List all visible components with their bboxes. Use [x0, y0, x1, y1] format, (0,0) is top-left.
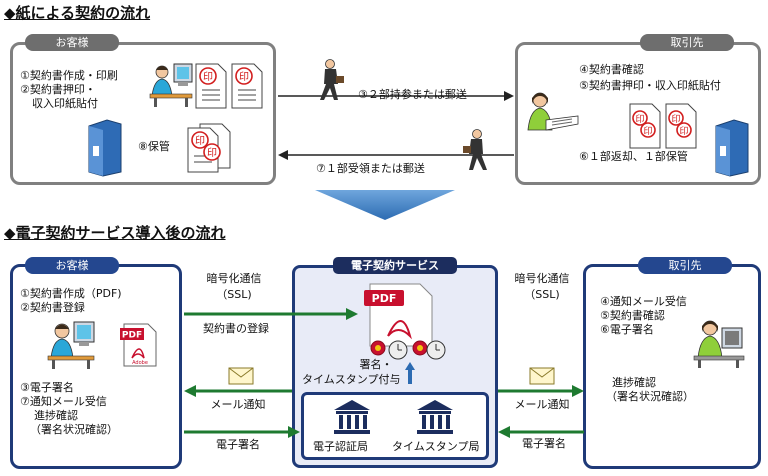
stamp-char: 印: [671, 113, 680, 125]
signed-pdf-icon: PDF: [364, 283, 446, 360]
authorities-box: [301, 392, 489, 460]
paper-step4: ④契約書確認: [579, 63, 644, 76]
paper-customer-label: お客様: [25, 34, 119, 51]
person-reading-icon: [527, 92, 579, 131]
stamp-char: 印: [239, 71, 249, 83]
e-partner-progress2: （署名状況確認）: [606, 390, 694, 403]
upload-arrow-icon: [405, 362, 415, 384]
e-progress2: （署名状況確認）: [30, 423, 118, 436]
paper-step2b: 収入印紙貼付: [32, 97, 98, 110]
stamped-documents-icon: 印 印: [195, 63, 263, 109]
left-esign: 電子署名: [216, 438, 260, 451]
binder-icon: [88, 119, 122, 177]
service-sign1: 署名・: [359, 358, 393, 371]
e-partner-box: [583, 264, 761, 469]
timestamp-authority-icon: [417, 400, 453, 434]
stamp-char: 印: [203, 71, 213, 83]
right-enc1: 暗号化通信: [514, 272, 570, 285]
e-customer-person-icon: [47, 321, 95, 369]
e-step1: ①契約書作成（PDF): [20, 287, 122, 300]
paper-partner-label: 取引先: [640, 34, 734, 51]
right-mail-envelope-icon: [529, 367, 555, 385]
section2-heading: ◆電子契約サービス導入後の流れ: [4, 224, 226, 242]
left-mail-envelope-icon: [228, 367, 254, 385]
e-progress1: 進捗確認: [34, 409, 78, 422]
right-enc2: （SSL): [524, 288, 560, 301]
pdf-file-icon: PDF Adobe: [120, 323, 157, 367]
stamp-char: 印: [679, 125, 688, 137]
e-partner-person-icon: [693, 320, 745, 368]
e-step3: ③電子署名: [20, 381, 74, 394]
paper-step1: ①契約書作成・印刷: [20, 69, 118, 82]
service-sign2: タイムスタンプ付与: [302, 373, 401, 386]
e-partner-step5: ⑤契約書確認: [600, 309, 665, 322]
e-partner-progress1: 進捗確認: [612, 376, 656, 389]
left-link-arrows: [184, 308, 358, 438]
section1-heading: ◆紙による契約の流れ: [4, 4, 151, 22]
certificate-authority-icon: [334, 400, 370, 434]
stamp-char: 印: [195, 135, 205, 147]
service-pdf-label: PDF: [372, 292, 397, 305]
transition-arrow-icon: [315, 190, 455, 220]
businessman-returning-icon: [463, 129, 487, 170]
partner-binder-icon: [715, 119, 749, 177]
left-enc1: 暗号化通信: [206, 272, 262, 285]
e-partner-label: 取引先: [638, 257, 732, 274]
service-label: 電子契約サービス: [333, 257, 457, 274]
person-at-computer-icon: [149, 63, 193, 107]
e-customer-label: お客様: [25, 257, 119, 274]
cert-authority-label: 電子認証局: [313, 440, 368, 453]
pdf-icon-sub: Adobe: [132, 360, 148, 366]
partner-stamped-documents-icon: 印 印 印 印: [629, 103, 697, 149]
left-mail: メール通知: [210, 398, 266, 411]
stored-stamped-documents-icon: 印 印: [187, 123, 231, 173]
paper-arrow-right-label: ③２部持参または郵送: [358, 88, 467, 101]
e-step2: ②契約書登録: [20, 301, 85, 314]
stamp-char: 印: [643, 125, 652, 137]
right-mail: メール通知: [514, 398, 570, 411]
e-partner-step4: ④通知メール受信: [600, 295, 687, 308]
timestamp-authority-label: タイムスタンプ局: [392, 440, 480, 453]
paper-step6: ⑥１部返却、１部保管: [579, 150, 688, 163]
paper-step5: ⑤契約書押印・収入印紙貼付: [579, 79, 721, 92]
e-step7: ⑦通知メール受信: [20, 395, 107, 408]
stamp-char: 印: [207, 147, 217, 159]
paper-step8: ⑧保管: [138, 140, 170, 153]
right-link-arrows: [498, 385, 584, 438]
businessman-walking-icon: [320, 59, 344, 100]
e-partner-step6: ⑥電子署名: [600, 323, 654, 336]
right-esign: 電子署名: [522, 437, 566, 450]
pdf-icon-text: PDF: [122, 331, 142, 341]
paper-step2a: ②契約書押印・: [20, 83, 96, 96]
left-register: 契約書の登録: [203, 322, 269, 335]
left-enc2: （SSL): [216, 288, 252, 301]
paper-arrow-left-label: ⑦１部受領または郵送: [316, 162, 425, 175]
stamp-char: 印: [635, 113, 644, 125]
